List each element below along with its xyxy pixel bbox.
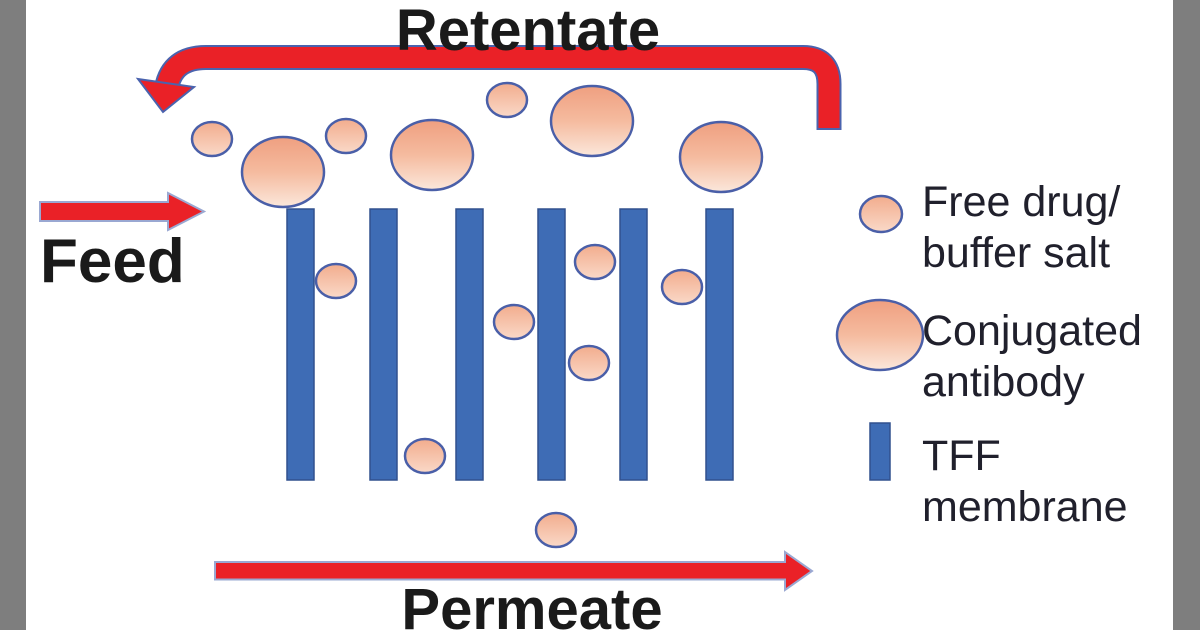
membrane-bar [286,208,315,481]
left-border-bar [0,0,26,630]
membranes-group [286,208,734,481]
particle-free-drug [190,120,234,158]
retentate-arrow-body [156,47,840,128]
particle-free-drug [492,303,536,341]
particle-free-drug [573,243,617,281]
legend-item-label-conjugated-antibody: Conjugated antibody [922,307,1142,406]
legend-membrane-bar-symbol [869,422,891,481]
membrane-bar [619,208,648,481]
membrane-bar [369,208,398,481]
retentate-arrow-head [135,77,197,114]
particles-group [190,81,764,549]
particle-conjugated-antibody [240,135,326,209]
feed-arrow [39,191,207,232]
particle-free-drug [660,268,704,306]
legend-symbols [835,194,925,481]
particle-conjugated-antibody [549,84,635,158]
legend-item-label-tff-membrane: TFF membrane [922,432,1128,531]
legend-small-circle-symbol [858,194,904,234]
feed-label: Feed [40,227,185,296]
legend-item-label-free-drug: Free drug/ buffer salt [922,178,1121,277]
membrane-bar [537,208,566,481]
retentate-label: Retentate [395,0,661,63]
membrane-bar [705,208,734,481]
right-border-bar [1173,0,1200,630]
particle-conjugated-antibody [678,120,764,194]
particle-free-drug [534,511,578,549]
particle-free-drug [324,117,368,155]
permeate-label: Permeate [401,577,663,630]
particle-free-drug [314,262,358,300]
legend-large-circle-symbol [835,298,925,372]
particle-free-drug [567,344,611,382]
particle-free-drug [403,437,447,475]
membrane-bar [455,208,484,481]
retentate-arrow [135,45,842,130]
particle-conjugated-antibody [389,118,475,192]
particle-free-drug [485,81,529,119]
permeate-arrow [214,550,814,592]
